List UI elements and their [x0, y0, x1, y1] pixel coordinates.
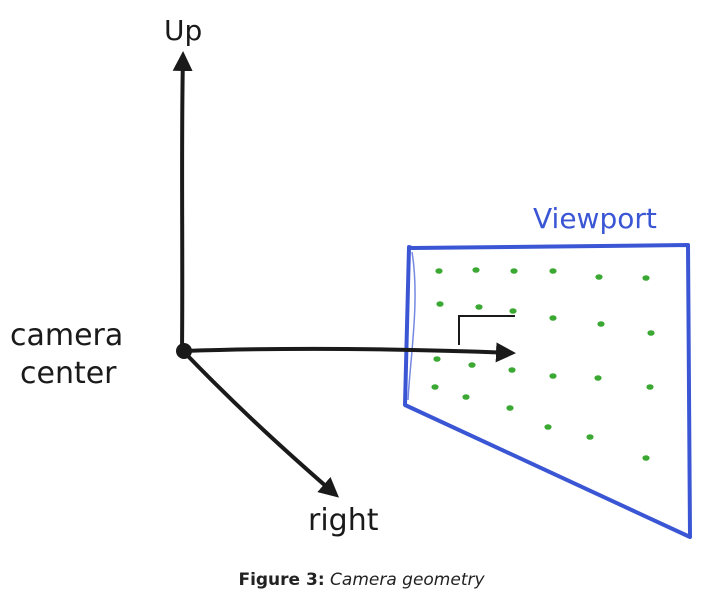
pixel-sample-dot: [435, 268, 443, 274]
pixel-sample-dot: [468, 362, 476, 368]
viewport-frame: [403, 243, 692, 539]
pixel-sample-dot: [436, 301, 444, 307]
pixel-sample-dot: [549, 373, 557, 379]
pixel-sample-dot: [510, 268, 518, 274]
right-angle-marker: [458, 315, 515, 345]
camera-center-point: [176, 343, 192, 359]
forward-arrow: [183, 342, 516, 363]
pixel-sample-dot: [595, 274, 603, 280]
right-label: right: [308, 503, 379, 538]
pixel-sample-dot: [475, 304, 483, 310]
pixel-sample-dot: [433, 356, 441, 362]
pixel-sample-dot: [594, 375, 602, 381]
viewport-frame-sketch-line: [407, 251, 416, 401]
camera-geometry-diagram: Up camera center right Viewport: [10, 14, 692, 539]
pixel-sample-dot: [597, 321, 605, 327]
camera-center-label-line2: center: [20, 356, 117, 391]
pixel-sample-dot: [544, 424, 552, 430]
pixel-sample-dot: [549, 268, 557, 274]
pixel-sample-dot: [506, 405, 514, 411]
pixel-sample-dot: [472, 267, 480, 273]
pixel-sample-dot: [462, 394, 470, 400]
caption-text: Camera geometry: [330, 570, 485, 590]
pixel-sample-dot: [549, 315, 557, 321]
pixel-sample-dot: [508, 367, 516, 373]
pixel-sample-dot: [642, 275, 650, 281]
pixel-sample-dot: [642, 455, 650, 461]
right-arrow: [184, 352, 340, 498]
pixel-sample-dot: [646, 384, 654, 390]
up-arrow: [172, 51, 193, 351]
camera-center-label-line1: camera: [10, 318, 123, 353]
pixel-sample-dot: [509, 308, 517, 314]
pixel-sample-dot: [431, 384, 439, 390]
caption-label: Figure 3:: [238, 570, 325, 590]
figure-caption: Figure 3: Camera geometry: [0, 570, 723, 590]
pixel-sample-dot: [647, 330, 655, 336]
viewport-label: Viewport: [533, 202, 657, 235]
pixel-grid: [431, 267, 655, 461]
pixel-sample-dot: [586, 434, 594, 440]
up-label: Up: [164, 14, 202, 47]
